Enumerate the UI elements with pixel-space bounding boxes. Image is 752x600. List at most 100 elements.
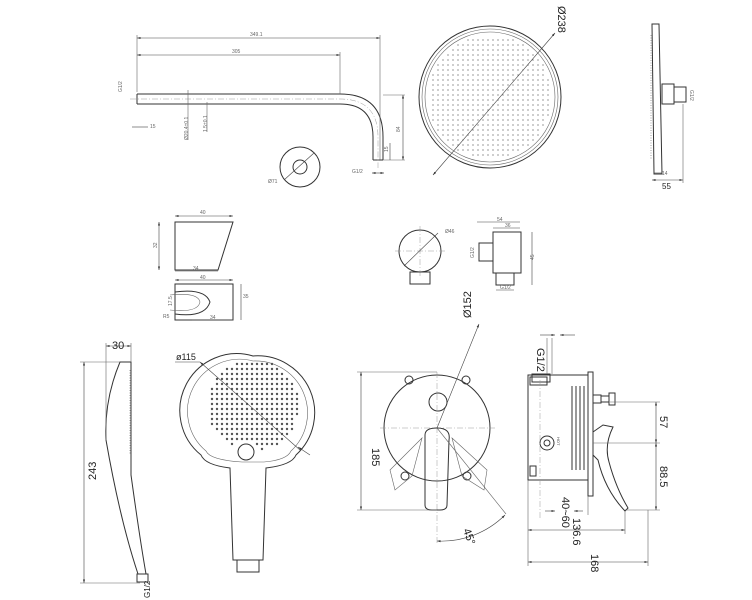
- nozzle-dot: [467, 94, 469, 96]
- nozzle-dot: [462, 89, 464, 91]
- nozzle-dot: [265, 372, 269, 376]
- nozzle-dot: [517, 94, 519, 96]
- nozzle-dot: [240, 437, 244, 441]
- nozzle-dot: [477, 89, 479, 91]
- nozzle-dot: [240, 422, 244, 426]
- nozzle-dot: [230, 402, 234, 406]
- nozzle-dot: [467, 139, 469, 141]
- nozzle-dot: [512, 89, 514, 91]
- nozzle-dot: [512, 109, 514, 111]
- nozzle-dot: [235, 362, 239, 366]
- nozzle-dot: [492, 154, 494, 156]
- nozzle-dot: [472, 44, 474, 46]
- nozzle-dot: [280, 377, 284, 381]
- nozzle-dot: [235, 387, 239, 391]
- nozzle-dot: [472, 154, 474, 156]
- nozzle-dot: [497, 134, 499, 136]
- nozzle-dot: [230, 407, 234, 411]
- nozzle-dot: [547, 114, 549, 116]
- nozzle-dot: [512, 79, 514, 81]
- nozzle-dot: [245, 382, 249, 386]
- nozzle-dot: [250, 397, 254, 401]
- nozzle-dot: [220, 397, 224, 401]
- nozzle-dot: [280, 407, 284, 411]
- nozzle-dot: [482, 149, 484, 151]
- nozzle-dot: [507, 89, 509, 91]
- nozzle-dot: [472, 59, 474, 61]
- nozzle-dot: [225, 422, 229, 426]
- nozzle-dot: [482, 74, 484, 76]
- nozzle-dot: [502, 119, 504, 121]
- nozzle-dot: [255, 427, 259, 431]
- outlet-radius: R5: [163, 314, 170, 320]
- nozzle-dot: [452, 144, 454, 146]
- nozzle-dot: [522, 119, 524, 121]
- nozzle-dot: [507, 79, 509, 81]
- nozzle-dot: [442, 134, 444, 136]
- nozzle-dot: [477, 74, 479, 76]
- rain-head-plate-thickness: 14: [662, 171, 668, 177]
- nozzle-dot: [492, 69, 494, 71]
- nozzle-dot: [482, 99, 484, 101]
- nozzle-dot: [527, 99, 529, 101]
- nozzle-dot: [245, 377, 249, 381]
- nozzle-dot: [437, 79, 439, 81]
- nozzle-dot: [527, 134, 529, 136]
- nozzle-dot: [432, 84, 434, 86]
- nozzle-dot: [502, 109, 504, 111]
- nozzle-dot: [522, 144, 524, 146]
- arm-drop-height: 84: [396, 126, 402, 132]
- nozzle-dot: [497, 124, 499, 126]
- nozzle-dot: [265, 432, 269, 436]
- nozzle-dot: [467, 89, 469, 91]
- nozzle-dot: [517, 69, 519, 71]
- nozzle-dot: [532, 69, 534, 71]
- nozzle-dot: [532, 94, 534, 96]
- nozzle-dot: [462, 64, 464, 66]
- nozzle-dot: [472, 144, 474, 146]
- nozzle-dot: [497, 64, 499, 66]
- nozzle-dot: [270, 377, 274, 381]
- nozzle-dot: [472, 114, 474, 116]
- nozzle-dot: [280, 427, 284, 431]
- nozzle-dot: [487, 99, 489, 101]
- nozzle-dot: [492, 79, 494, 81]
- nozzle-dot: [285, 402, 289, 406]
- nozzle-dot: [225, 387, 229, 391]
- nozzle-dot: [462, 69, 464, 71]
- nozzle-dot: [255, 437, 259, 441]
- nozzle-dot: [220, 382, 224, 386]
- nozzle-dot: [537, 114, 539, 116]
- nozzle-dot: [280, 437, 284, 441]
- nozzle-dot: [210, 387, 214, 391]
- nozzle-dot: [275, 432, 279, 436]
- nozzle-dot: [537, 134, 539, 136]
- nozzle-dot: [437, 69, 439, 71]
- outlet-round-diameter: Ø46: [445, 229, 455, 235]
- nozzle-dot: [512, 114, 514, 116]
- nozzle-dot: [447, 69, 449, 71]
- nozzle-dot: [462, 109, 464, 111]
- nozzle-dot: [452, 49, 454, 51]
- outlet-height: 32: [153, 242, 159, 248]
- nozzle-dot: [462, 49, 464, 51]
- nozzle-dot: [442, 59, 444, 61]
- nozzle-dot: [482, 139, 484, 141]
- nozzle-dot: [507, 49, 509, 51]
- nozzle-dot: [542, 114, 544, 116]
- nozzle-dot: [452, 89, 454, 91]
- nozzle-dot: [432, 89, 434, 91]
- nozzle-dot: [472, 49, 474, 51]
- nozzle-dot: [512, 69, 514, 71]
- nozzle-dot: [517, 124, 519, 126]
- nozzle-dot: [482, 109, 484, 111]
- nozzle-dot: [492, 129, 494, 131]
- nozzle-dot: [467, 144, 469, 146]
- nozzle-dot: [235, 392, 239, 396]
- nozzle-dot: [537, 74, 539, 76]
- nozzle-dot: [517, 119, 519, 121]
- nozzle-dot: [482, 134, 484, 136]
- nozzle-dot: [447, 79, 449, 81]
- nozzle-dot: [467, 64, 469, 66]
